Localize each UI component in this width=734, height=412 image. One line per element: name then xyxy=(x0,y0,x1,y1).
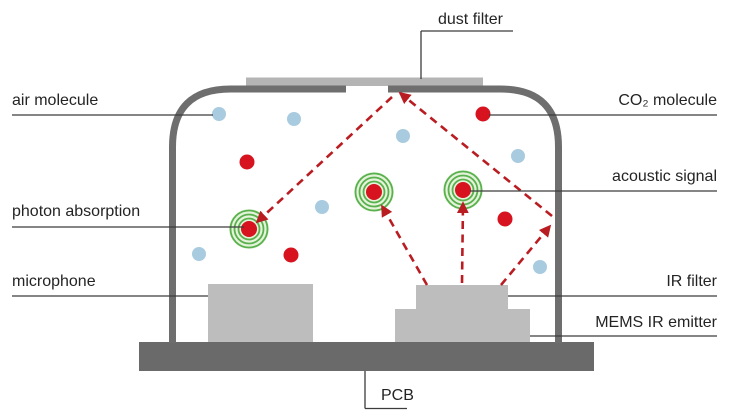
acoustic-signal-rings xyxy=(229,209,269,249)
air-molecule-dot xyxy=(533,260,547,274)
label-mems-ir-emitter: MEMS IR emitter xyxy=(595,314,717,331)
air-molecule-dot xyxy=(192,247,206,261)
label-dust-filter: dust filter xyxy=(438,11,503,28)
air-molecule-dot xyxy=(212,107,226,121)
ir-beams-group xyxy=(255,91,553,286)
pcb-bar xyxy=(139,342,594,371)
acoustic-sources-group xyxy=(229,170,483,249)
co2-molecules-group xyxy=(239,106,513,263)
leader-lines xyxy=(12,30,717,410)
label-microphone: microphone xyxy=(12,273,96,290)
enclosure-right-wall xyxy=(388,85,562,343)
label-ir-filter: IR filter xyxy=(666,273,717,290)
ir-beam-arrow xyxy=(398,91,553,218)
ir-filter-box xyxy=(416,285,508,309)
acoustic-signal-rings xyxy=(354,172,394,212)
co2-molecule-dot xyxy=(283,247,299,263)
dust-filter-bar xyxy=(246,77,483,86)
enclosure-left-wall xyxy=(169,85,346,343)
air-molecule-dot xyxy=(396,129,410,143)
air-molecule-dot xyxy=(287,112,301,126)
ir-beam-arrow xyxy=(456,201,469,284)
label-co2-molecule: CO₂ molecule xyxy=(618,92,717,109)
label-air-molecule: air molecule xyxy=(12,92,99,109)
label-photon-absorption: photon absorption xyxy=(12,203,141,220)
acoustic-signal-rings xyxy=(443,170,483,210)
air-molecules-group xyxy=(192,107,547,274)
co2-molecule-dot xyxy=(239,154,255,170)
mems-ir-emitter-box xyxy=(395,309,530,342)
sensor-enclosure xyxy=(169,85,562,343)
ir-beam-arrow xyxy=(380,204,429,286)
microphone-box xyxy=(208,284,313,342)
co2-molecule-dot xyxy=(475,106,491,122)
ir-beam-arrow xyxy=(499,224,552,286)
air-molecule-dot xyxy=(315,200,329,214)
label-acoustic-signal: acoustic signal xyxy=(612,168,717,185)
label-pcb: PCB xyxy=(381,387,414,404)
air-molecule-dot xyxy=(511,149,525,163)
co2-molecule-dot xyxy=(497,211,513,227)
ir-beam-arrow xyxy=(255,96,393,224)
